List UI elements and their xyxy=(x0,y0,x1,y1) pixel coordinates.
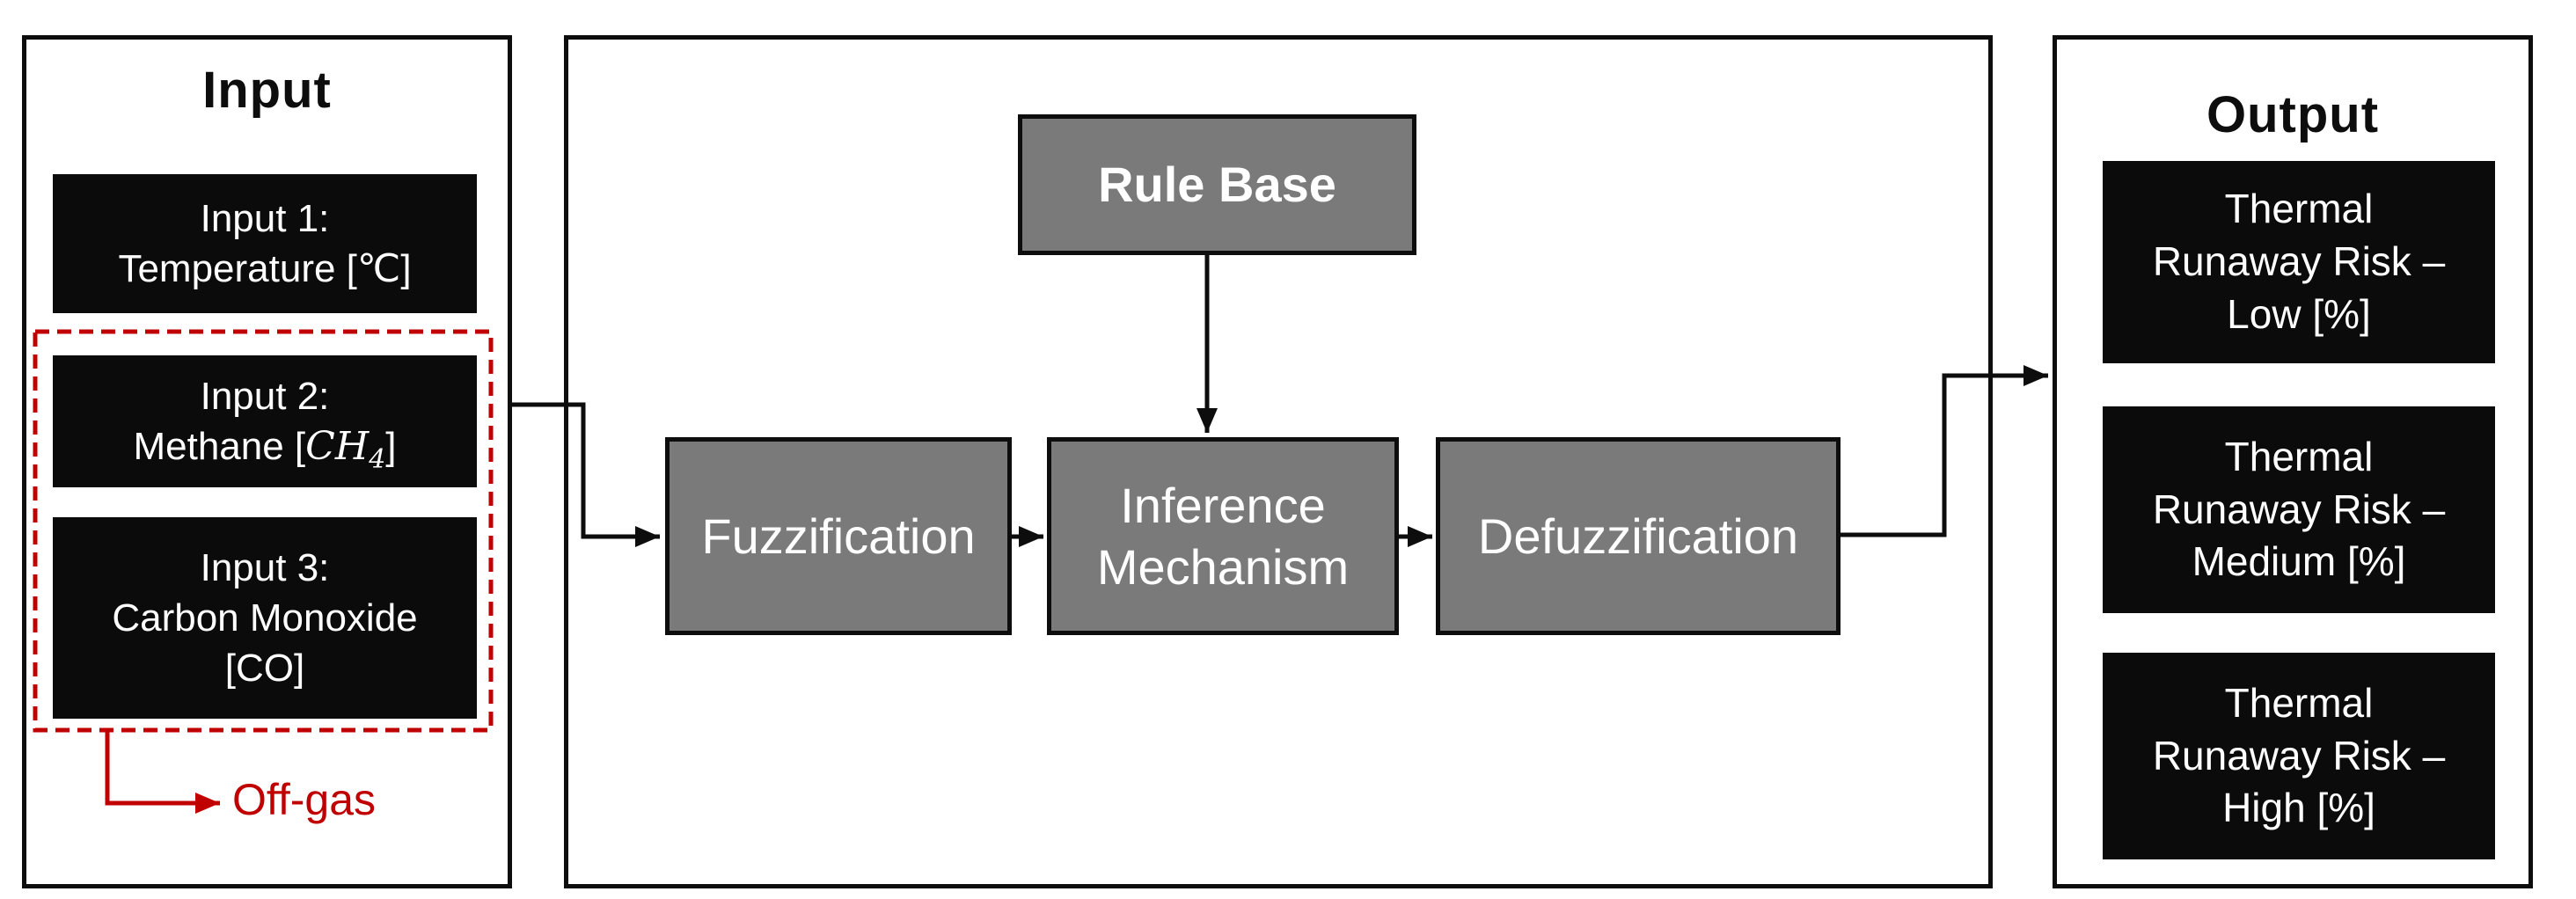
fuzzification-label: Fuzzification xyxy=(701,508,976,564)
output-high-line2: Runaway Risk – xyxy=(2152,732,2446,778)
input-box-temperature: Input 1: Temperature [℃] xyxy=(53,174,477,313)
rule-base-box: Rule Base xyxy=(1018,114,1416,255)
input-box-carbon-monoxide: Input 3: Carbon Monoxide [CO] xyxy=(53,517,477,719)
input-box-co-line3: [CO] xyxy=(224,647,305,691)
output-box-risk-medium: Thermal Runaway Risk – Medium [%] xyxy=(2103,406,2495,613)
defuzzification-label: Defuzzification xyxy=(1477,508,1799,564)
output-low-line1: Thermal xyxy=(2224,186,2374,232)
input-box-methane-line1: Input 2: xyxy=(200,374,330,418)
output-medium-line1: Thermal xyxy=(2224,433,2374,479)
output-high-line1: Thermal xyxy=(2224,679,2374,726)
inference-label-line1: Inference xyxy=(1120,477,1326,533)
input-box-co-line1: Input 3: xyxy=(200,545,330,589)
fuzzification-box: Fuzzification xyxy=(665,437,1012,635)
output-medium-line2: Runaway Risk – xyxy=(2152,486,2446,532)
input-box-temperature-line1: Input 1: xyxy=(200,196,330,240)
input-box-co-line2: Carbon Monoxide xyxy=(112,596,418,640)
output-low-line2: Runaway Risk – xyxy=(2152,238,2446,285)
input-panel-title: Input xyxy=(202,62,332,119)
rule-base-label: Rule Base xyxy=(1098,157,1336,212)
output-panel-title: Output xyxy=(2206,86,2380,143)
output-medium-line3: Medium [%] xyxy=(2192,538,2406,585)
input-box-temperature-line2: Temperature [℃] xyxy=(118,247,412,290)
inference-mechanism-box: Inference Mechanism xyxy=(1047,437,1399,635)
offgas-label: Off-gas xyxy=(232,775,377,824)
input-box-methane: Input 2: Methane [ CH 4 ] xyxy=(53,355,477,487)
output-low-line3: Low [%] xyxy=(2227,290,2371,337)
methane-formula-symbol: CH xyxy=(305,424,370,469)
defuzzification-box: Defuzzification xyxy=(1436,437,1841,635)
output-high-line3: High [%] xyxy=(2222,785,2375,831)
inference-label-line2: Mechanism xyxy=(1096,538,1350,595)
methane-formula-prefix: Methane [ xyxy=(133,425,306,468)
methane-formula-subscript: 4 xyxy=(369,444,386,475)
output-box-risk-high: Thermal Runaway Risk – High [%] xyxy=(2103,653,2495,859)
output-box-risk-low: Thermal Runaway Risk – Low [%] xyxy=(2103,161,2495,363)
input-box-methane-formula: Methane [ CH 4 ] xyxy=(133,421,397,475)
methane-formula-suffix: ] xyxy=(385,425,397,468)
